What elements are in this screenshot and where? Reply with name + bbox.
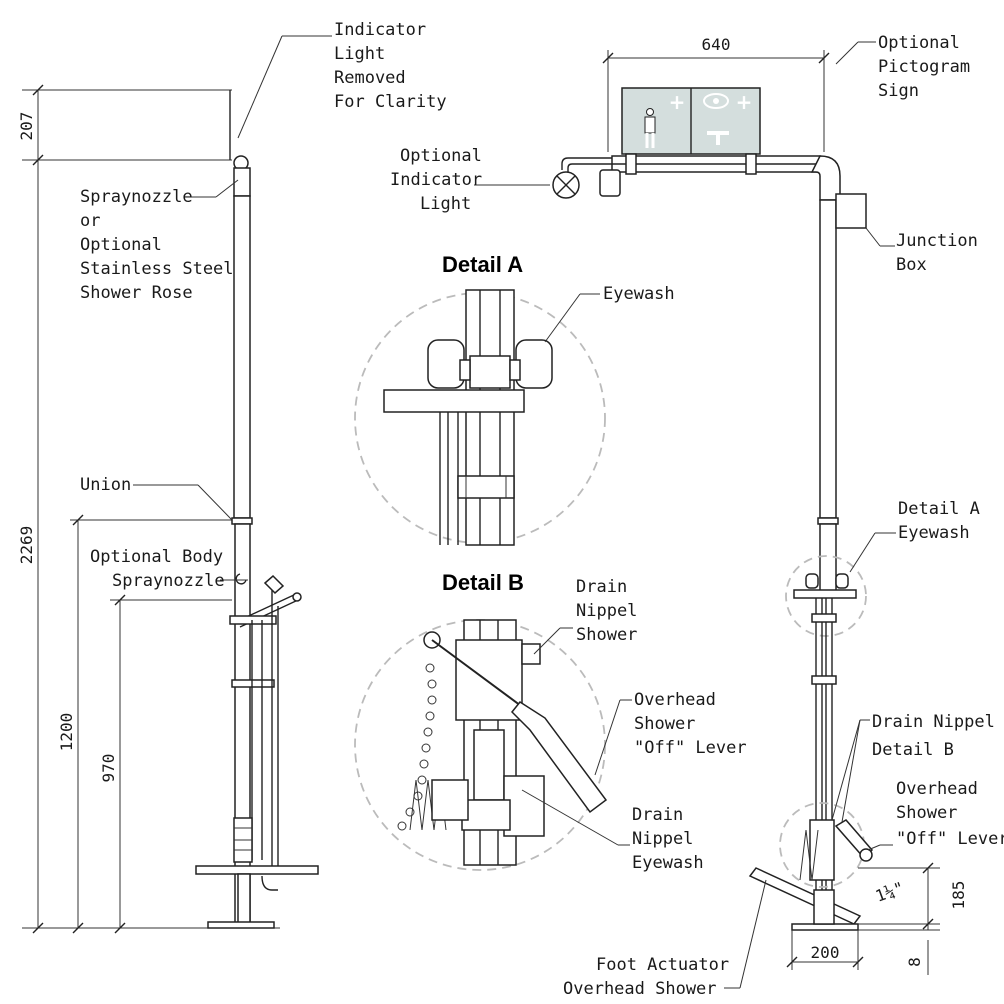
label-drain-nippel-eyewash: Drain Nippel Eyewash [632, 805, 704, 873]
label-eyewash: Eyewash [603, 284, 675, 304]
front-elevation: 640 + + [474, 35, 968, 989]
shower-head-icon [707, 131, 729, 145]
label-detail-a-eyewash: Detail A Eyewash [898, 499, 990, 543]
label-drain-nippel-detail-b: Drain Nippel Detail B [872, 712, 1004, 760]
person-icon [644, 108, 656, 148]
dim-970: 970 [99, 754, 118, 783]
eye-icon [703, 93, 729, 109]
dim-200: 200 [811, 943, 840, 962]
label-pictogram: Optional Pictogram Sign [878, 33, 980, 101]
dim-1200: 1200 [57, 713, 76, 752]
side-elevation: 207 2269 1200 970 [17, 35, 332, 934]
dim-pipe-size: 1¼" [873, 878, 907, 906]
detail-a: Detail A [354, 252, 606, 546]
label-indicator-removed: Indicator Light Removed For Clarity [334, 20, 447, 112]
label-junction-box: Junction Box [896, 231, 988, 275]
label-overhead-off-lever-detail: Overhead Shower "Off" Lever [634, 690, 747, 758]
label-drain-nippel-shower: Drain Nippel Shower [576, 577, 648, 645]
detail-a-title: Detail A [442, 252, 523, 277]
label-foot-actuator: Foot Actuator Overhead Shower [563, 955, 739, 999]
detail-b-title: Detail B [442, 570, 524, 595]
label-spraynozzle: Spraynozzle or Optional Stainless Steel … [80, 187, 244, 303]
junction-box [835, 193, 867, 229]
chain [397, 663, 437, 831]
dimension-ticks [32, 84, 126, 934]
detail-b: Detail B [354, 570, 608, 871]
label-indicator-light: Optional Indicator Light [390, 146, 492, 214]
label-union: Union [80, 475, 131, 495]
dim-185: 185 [949, 881, 968, 910]
plus-icon: + [669, 90, 686, 114]
dim-640: 640 [702, 35, 731, 54]
dim-207: 207 [17, 112, 36, 141]
label-body-spraynozzle: Optional Body Spraynozzle [90, 547, 233, 591]
dim-2269: 2269 [17, 526, 36, 565]
label-overhead-off-lever: Overhead Shower "Off" Lever [896, 779, 1004, 849]
plus-icon-2: + [736, 90, 753, 114]
dim-8: 8 [905, 957, 924, 967]
